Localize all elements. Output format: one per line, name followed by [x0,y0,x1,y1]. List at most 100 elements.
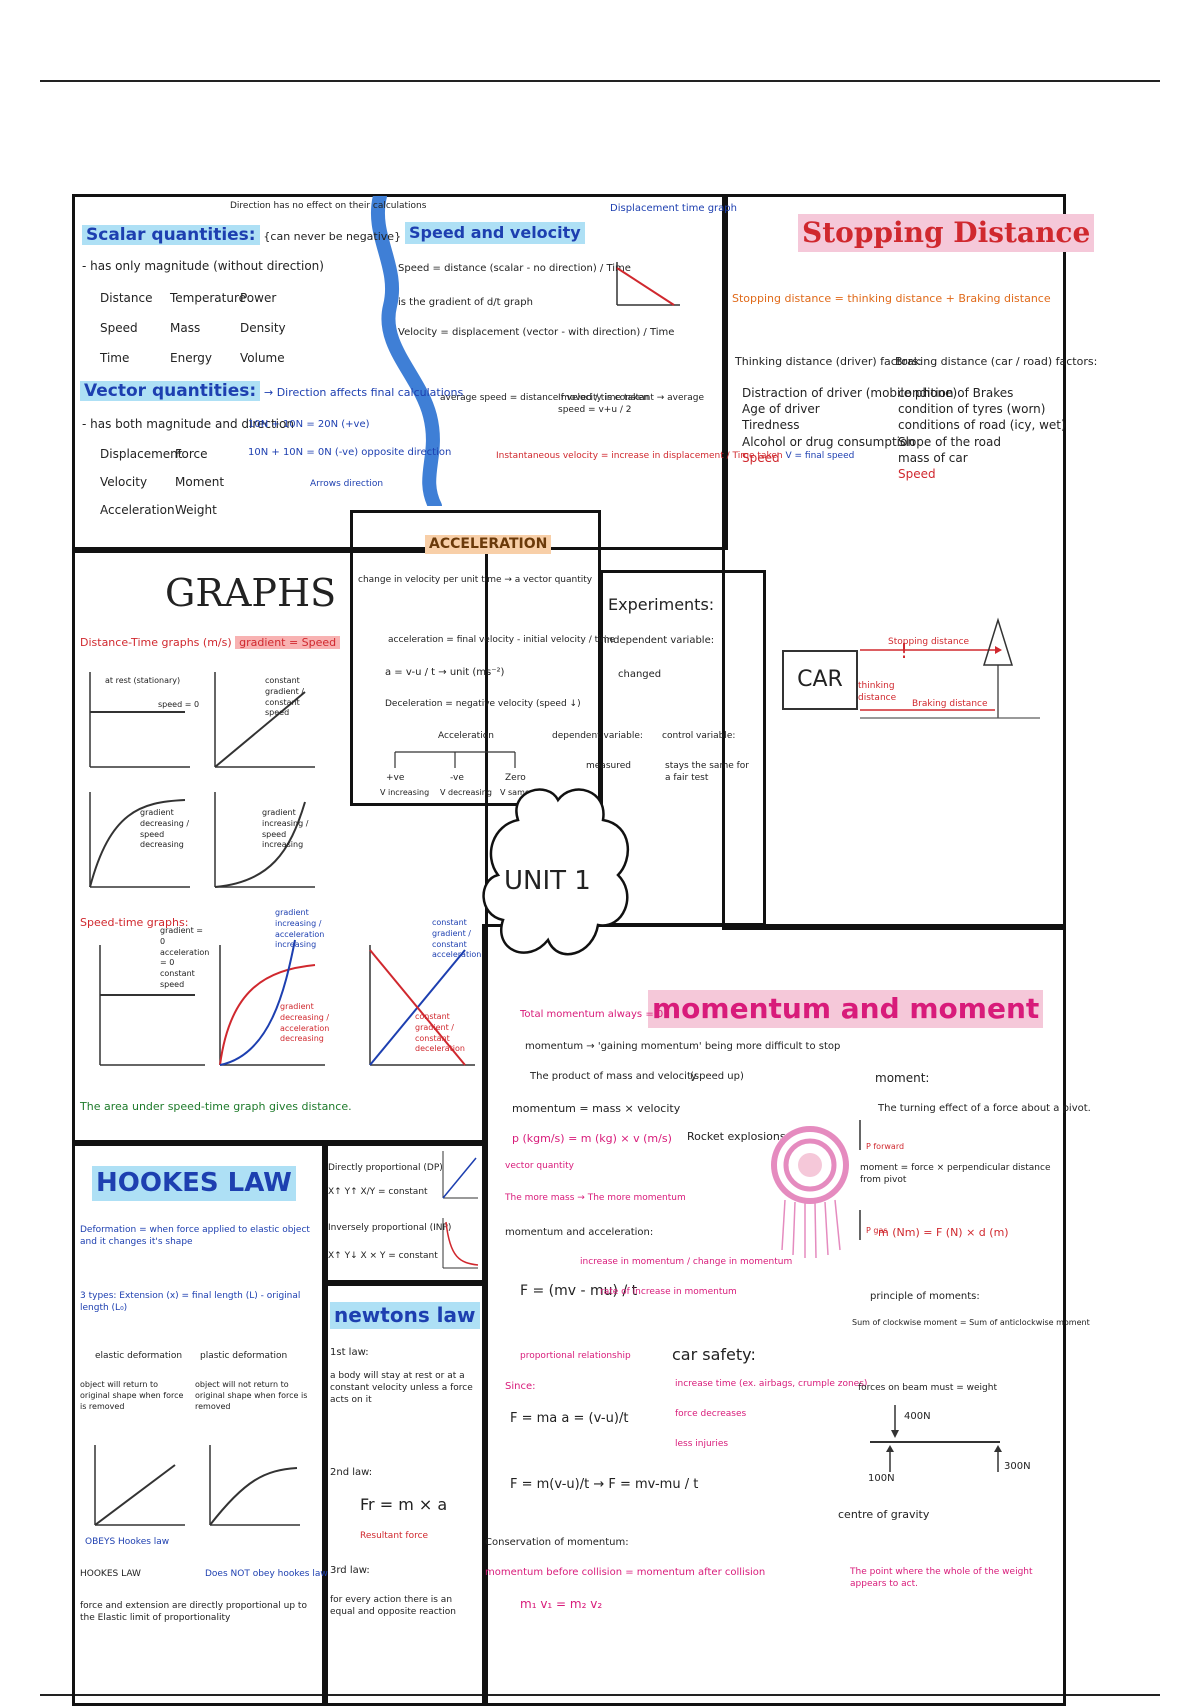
vector-calc1: 10N + 10N = 20N (+ve) [248,419,370,430]
rocket-p-forward: P forward [866,1142,905,1151]
newton-l3-title: 3rd law: [330,1565,370,1576]
vector-title: Vector quantities: [80,381,261,401]
scalar-item: Time [100,351,130,366]
beam-100n: 100N [868,1473,895,1484]
dt-gradient: gradient = Speed [235,636,341,649]
vector-calc-note: Arrows direction [310,479,384,489]
vector-item: Force [175,447,208,461]
speed-instant: Instantaneous velocity = increase in dis… [496,451,783,461]
hooke-law: force and extension are directly proport… [80,1601,307,1624]
hooke-law-title: HOOKES LAW [80,1569,141,1579]
scalar-item: Temperature [170,291,247,305]
prop-direct: Directly proportional (DP) [328,1163,443,1173]
unit-cloud [482,788,630,956]
dt-g2: constant gradient / constant speed [265,676,304,718]
graphs-area: The area under speed-time graph gives di… [80,1100,352,1113]
momentum-units: p (kgm/s) = m (kg) × v (m/s) [512,1132,672,1145]
hooke-elastic: elastic deformation [95,1351,183,1361]
momentum-formula: momentum = mass × velocity [512,1102,681,1115]
cog-title: centre of gravity [838,1508,930,1521]
st-label3: gradient decreasing / acceleration decre… [280,1002,330,1044]
diag-thinking-label: thinking distance [858,681,897,704]
rocket-title: Rocket explosions: [687,1130,790,1143]
thinking-item: Age of driver [742,402,820,417]
thinking-item: Tiredness [742,418,800,433]
accel-title: ACCELERATION [425,535,552,554]
graphs-box [72,550,488,1146]
scalar-item: Energy [170,351,213,366]
vector-item: Acceleration [100,503,175,518]
hooke-el-text: object will return to original shape whe… [80,1380,184,1411]
vector-arrow-note: → Direction affects final calculations [263,386,464,399]
stopping-title: Stopping Distance [798,214,1095,252]
dt-g3: gradient decreasing / speed decreasing [140,808,190,850]
unit-label: UNIT 1 [504,866,591,896]
scalar-vector-box [72,194,728,550]
braking-title: Braking distance (car / road) factors: [895,355,1098,368]
dt-g4: gradient increasing / speed increasing [262,808,309,850]
hooke-not-obeys: Does NOT obey hookes law [205,1569,328,1579]
acceleration-box [350,510,601,806]
speed-instant-row: Instantaneous velocity = increase in dis… [496,450,854,462]
newton-l2: Fr = m × a [360,1495,448,1514]
scalar-item: Distance [100,291,153,305]
st-label2: gradient increasing / acceleration incre… [275,908,325,950]
cog-def: The point where the whole of the weight … [850,1567,1033,1590]
dt-g1: at rest (stationary) [105,676,181,685]
beam-300n: 300N [1004,1461,1031,1472]
momentum-f-eq: F = (mv - mu) / t [520,1283,638,1299]
momentum-def2b: (speed up) [690,1071,744,1082]
hooke-plastic: plastic deformation [200,1351,288,1361]
car-label: CAR [797,667,843,693]
distance-time-graphs [89,672,315,888]
accel-tree-top: Acceleration [438,731,494,741]
displacement-graph [616,262,680,306]
scalar-item: Power [240,291,277,305]
momentum-f-note2: rate of increase in momentum [600,1287,737,1297]
momentum-def: momentum → 'gaining momentum' being more… [525,1041,841,1052]
hooke-graphs [94,1445,300,1526]
hooke-obeys: OBEYS Hookes law [85,1537,170,1547]
newton-title: newtons law [330,1302,480,1329]
momentum-f-note: increase in momentum / change in momentu… [580,1257,793,1267]
vector-line1: - has both magnitude and direction [82,417,294,431]
newton-l2-title: 2nd law: [330,1467,373,1478]
accel-tree-right: Zero [505,773,526,783]
hooke-title: HOOKES LAW [92,1166,296,1202]
proportion-box [322,1140,488,1286]
stopping-distance-box [722,194,1066,930]
proportion-graphs [442,1151,479,1269]
hooke-types: 3 types: Extension (x) = final length (L… [80,1291,301,1314]
newton-l1: a body will stay at rest or at a constan… [330,1371,473,1406]
rocket-diagram [771,1120,861,1259]
braking-item: condition of Brakes [898,386,1014,400]
car-safety-3: less injuries [675,1439,729,1449]
momentum-vector: vector quantity [505,1161,574,1171]
moment-units: m (Nm) = F (N) × d (m) [878,1226,1009,1239]
thinking-item: Alcohol or drug consumption [742,434,915,449]
braking-item: conditions of road (icy, wet) [898,418,1066,433]
vector-calc2: 10N + 10N = 0N (-ve) opposite direction [248,447,452,458]
accel-tree-r2: V same [500,788,530,797]
st-label4: constant gradient / constant acceleratio… [432,918,482,960]
braking-item: Slope of the road [898,434,1001,449]
dt-g1b: speed = 0 [158,700,200,709]
car-box: CAR [782,650,858,710]
scalar-line1: - has only magnitude (without direction) [82,259,324,273]
warning-sign-icon: ! [900,639,909,663]
moment-eq: moment = force × perpendicular distance … [860,1163,1051,1186]
vector-item: Velocity [100,475,148,490]
river-divider [370,196,442,506]
momentum-cons-vars: m₁ v₁ = m₂ v₂ [520,1597,603,1611]
moment-beam: forces on beam must = weight [858,1383,997,1393]
accel-tree-l2: V increasing [380,788,430,797]
car-safety-1: increase time (ex. airbags, crumple zone… [675,1379,868,1389]
speed-title: Speed and velocity [405,222,585,244]
scalar-item: Mass [170,321,201,336]
scalar-item: Volume [240,351,285,366]
footer-rule [40,1694,1160,1696]
accel-line2: acceleration = final velocity - initial … [388,635,615,645]
momentum-f-ma: F = ma a = (v-u)/t [510,1411,629,1426]
momentum-cons: Conservation of momentum: [485,1537,629,1548]
exp-dep: dependent variable: [552,731,643,741]
